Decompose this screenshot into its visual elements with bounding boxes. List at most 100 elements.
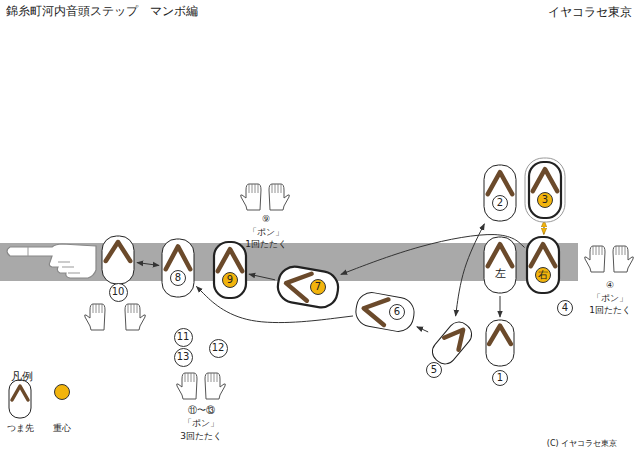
step-number: 3 <box>537 192 553 208</box>
zori-sandal: 7 <box>277 268 339 306</box>
sandal-sole <box>428 318 476 369</box>
clapping-hand <box>125 304 145 330</box>
hand-fingers <box>593 246 602 255</box>
sandal-shape <box>526 236 560 294</box>
hand-fingers <box>249 184 258 193</box>
step-number: 6 <box>389 304 405 320</box>
hand-fingers <box>93 304 102 313</box>
step-arrow <box>249 274 275 280</box>
callout-number: 12 <box>209 339 228 358</box>
hand-outline <box>85 304 105 330</box>
legend-text: つま先 <box>7 424 34 433</box>
sandal-strap <box>444 324 470 350</box>
sandal-strap <box>531 244 555 266</box>
sandal-strap <box>166 246 190 269</box>
foot-label: 左 <box>495 268 506 279</box>
sandal-strap <box>106 242 130 261</box>
zori-sandal: 9 <box>213 241 247 299</box>
callout-number: 11 <box>174 328 193 347</box>
sandal-group <box>275 264 340 310</box>
sandal-strap <box>489 326 511 344</box>
sandal-group <box>527 237 559 293</box>
clapping-hand <box>585 246 605 272</box>
sandal-group <box>214 242 246 298</box>
hand-fingers <box>272 184 281 193</box>
clapping-hand <box>177 373 197 399</box>
sandal-strap <box>488 172 512 194</box>
zori-sandal: 2 <box>483 164 517 222</box>
pointing-hand <box>7 244 96 278</box>
step-number: 9 <box>222 272 238 288</box>
sandal-shape <box>485 319 515 367</box>
hand-fingers <box>208 373 217 382</box>
legend-sandal-icon <box>8 379 32 419</box>
clapping-hand <box>269 184 289 210</box>
note-text: 「ポン」 <box>248 228 284 237</box>
note-text: (C) イヤコラセ東京 <box>547 440 617 448</box>
sandal-shape <box>277 268 339 306</box>
callout-number: 13 <box>174 348 193 367</box>
sandal-shape <box>161 238 195 298</box>
sandal-shape <box>355 294 415 330</box>
sandal-group <box>486 320 514 366</box>
note-text: イヤコラセ東京 <box>548 6 632 18</box>
note-text: 3回たたく <box>180 432 222 441</box>
step-arrow <box>500 296 501 317</box>
zori-sandal: 8 <box>161 238 195 298</box>
pointing-hand-outline <box>7 244 96 278</box>
sandal-sole <box>486 320 514 366</box>
sandal-strap <box>284 270 312 301</box>
sandal-strap <box>12 386 28 400</box>
step-arrow <box>543 221 544 234</box>
sandal-shape <box>213 241 247 299</box>
hand-outline <box>177 373 197 399</box>
step-arrow <box>137 263 159 266</box>
note-text: 1回たたく <box>589 306 631 315</box>
step-number: 1 <box>492 370 508 386</box>
hand-outline <box>269 184 289 210</box>
sandal-shape <box>101 235 135 285</box>
sandal-sole <box>529 162 561 218</box>
hand-outline <box>205 373 225 399</box>
diagram-title: 錦糸町河内音頭ステップ マンボ編 <box>6 5 198 17</box>
step-arrow <box>417 327 428 332</box>
hand-outline <box>125 304 145 330</box>
sandal-group <box>428 318 476 369</box>
sandal-sole <box>214 242 246 298</box>
sandal-sole <box>527 237 559 293</box>
step-number: 7 <box>310 279 326 295</box>
sandal-group <box>353 290 416 334</box>
clapping-hand <box>205 373 225 399</box>
hand-fingers <box>616 246 625 255</box>
zori-sandal: 1 <box>485 319 515 367</box>
sandal-sole <box>9 380 31 418</box>
sandal-shape <box>430 318 474 368</box>
note-text: 凡例 <box>11 371 33 382</box>
sandal-strap <box>533 169 557 191</box>
hand-outline <box>241 184 261 210</box>
zori-sandal: 左 <box>483 236 517 294</box>
sandal-halo <box>525 158 565 222</box>
sandal-sole <box>162 239 194 297</box>
hand-fingers <box>128 304 137 313</box>
sandal-group <box>484 165 516 221</box>
sandal-group <box>162 239 194 297</box>
note-text: 「ポン」 <box>183 419 219 428</box>
sandal-strap <box>218 249 242 271</box>
step-number: 5 <box>426 362 442 378</box>
legend-text: 重心 <box>53 424 71 433</box>
legend-swatch <box>54 384 70 400</box>
note-text: ⑨ <box>262 215 270 224</box>
clapping-hand <box>613 246 633 272</box>
sandal-shape <box>528 161 562 219</box>
note-text: 「ポン」 <box>592 294 628 303</box>
note-text: ⑪〜⑬ <box>188 406 215 415</box>
callout-number: 4 <box>557 300 573 316</box>
step-number: 8 <box>170 270 186 286</box>
sandal-shape <box>483 236 517 294</box>
sandal-strap <box>488 244 512 266</box>
note-text: ④ <box>606 281 614 290</box>
zori-sandal: 右 <box>526 236 560 294</box>
